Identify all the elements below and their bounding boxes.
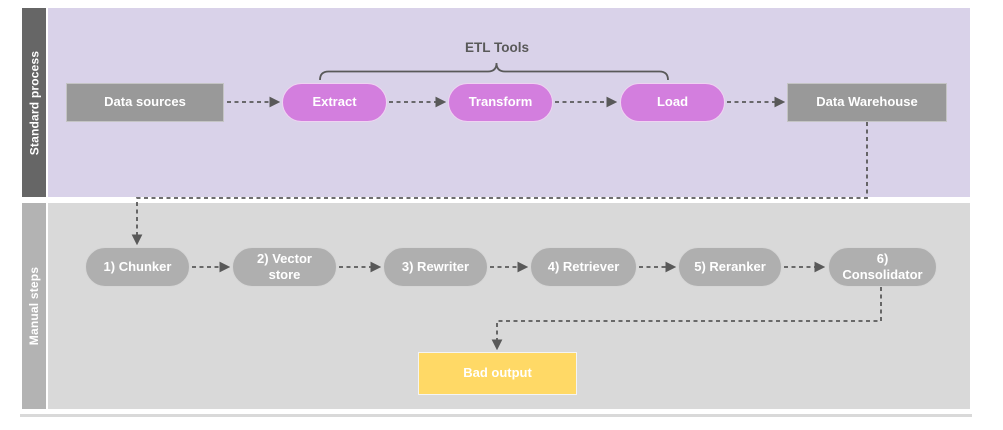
node-extract: Extract [282,83,387,122]
node-bad-output: Bad output [418,352,577,395]
node-bad-output-label: Bad output [463,365,532,381]
lane-header-standard-process: Standard process [22,8,46,197]
node-reranker-label: 5) Reranker [694,258,766,274]
node-rewriter: 3) Rewriter [383,247,488,287]
node-extract-label: Extract [312,94,357,110]
node-rewriter-label: 3) Rewriter [401,258,470,274]
node-data-warehouse: Data Warehouse [787,83,947,122]
page-divider [20,414,972,417]
node-retriever-label: 4) Retriever [547,258,620,274]
node-data-sources: Data sources [66,83,224,122]
node-reranker: 5) Reranker [678,247,782,287]
node-vector-store: 2) Vector store [232,247,337,287]
lane-label-standard-process: Standard process [27,50,42,155]
node-consolidator: 6) Consolidator [828,247,937,287]
node-data-sources-label: Data sources [104,94,186,110]
node-load-label: Load [656,94,689,110]
node-load: Load [620,83,725,122]
node-transform-label: Transform [468,94,533,110]
node-data-warehouse-label: Data Warehouse [816,94,918,110]
lane-label-manual-steps: Manual steps [27,266,42,346]
node-chunker: 1) Chunker [85,247,190,287]
node-vector-store-label: 2) Vector store [257,250,312,282]
node-consolidator-label: 6) Consolidator [842,250,923,282]
lane-header-manual-steps: Manual steps [22,203,46,409]
node-retriever: 4) Retriever [530,247,637,287]
etl-tools-label: ETL Tools [465,40,529,55]
node-chunker-label: 1) Chunker [103,258,172,274]
node-transform: Transform [448,83,553,122]
